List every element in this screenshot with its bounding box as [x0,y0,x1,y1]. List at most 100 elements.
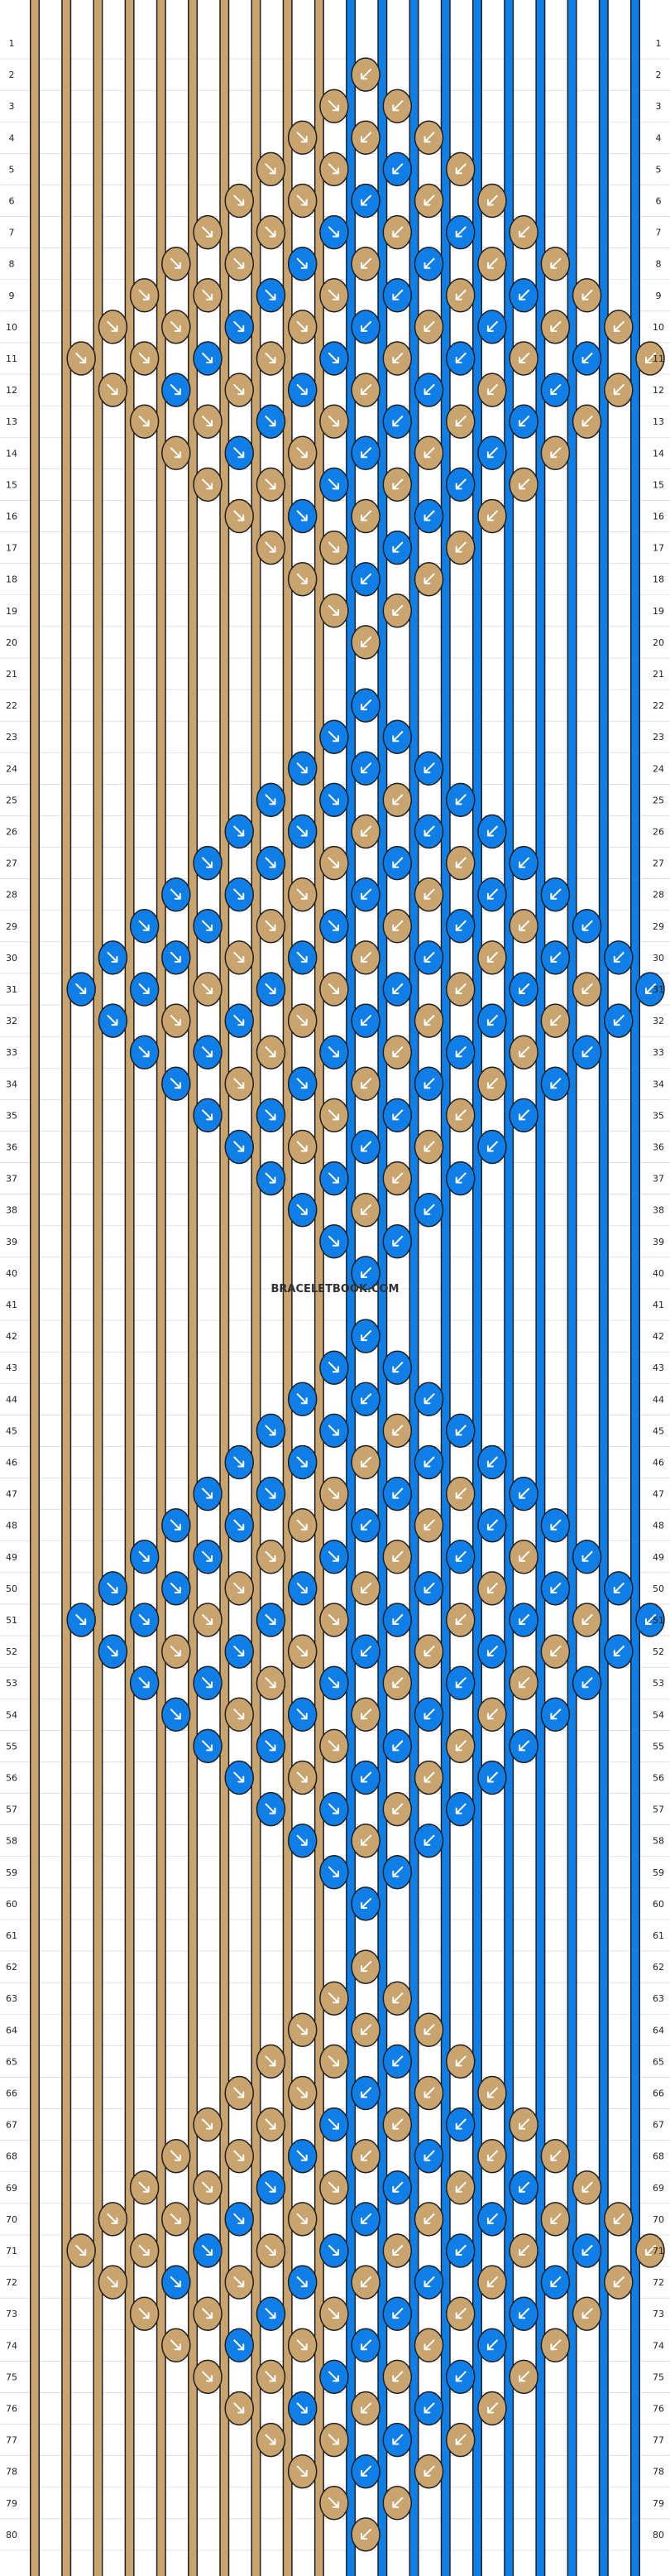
knot-arrow-icon [486,2150,498,2161]
row-number: 63 [653,1993,664,2004]
knot-arrow-icon [107,1015,118,1026]
knot-arrow-icon [265,2308,276,2319]
row-number: 60 [653,1899,664,1910]
knot-arrow-icon [486,510,498,521]
row-number: 60 [6,1899,17,1910]
knot-arrow-icon [296,1141,308,1152]
knot-arrow-icon [296,2402,308,2414]
row-number: 29 [653,921,664,932]
row-number: 66 [6,2088,17,2099]
knot-arrow-icon [486,257,498,269]
knot-arrow-icon [233,1015,245,1026]
knot-arrow-icon [361,888,372,900]
knot-arrow-icon [328,2055,339,2067]
knot-arrow-icon [265,920,276,931]
knot-arrow-icon [265,1172,276,1184]
row-number: 23 [6,732,17,743]
row-number: 58 [6,1836,17,1847]
knot-arrow-icon [170,2150,181,2161]
row-number: 57 [6,1805,17,1815]
knot-arrow-icon [361,510,372,521]
knot-arrow-icon [424,1709,435,1720]
knot-arrow-icon [202,353,213,363]
row-number: 28 [653,890,664,901]
knot-arrow-icon [202,983,213,994]
knot-arrow-icon [424,888,435,900]
knot-arrow-icon [170,1709,181,1720]
knot-arrow-icon [361,1646,372,1657]
knot-arrow-icon [265,478,276,490]
row-number: 33 [6,1047,17,1058]
row-number: 40 [6,1268,17,1279]
knot-arrow-icon [424,1078,435,1089]
knot-arrow-icon [265,2118,276,2130]
knot-arrow-icon [138,416,150,427]
row-number: 9 [9,291,15,301]
knot-arrow-icon [233,195,245,206]
knot-arrow-icon [170,2339,181,2351]
knot-arrow-icon [107,1646,118,1657]
knot-arrow-icon [328,2497,339,2508]
knot-arrow-icon [424,195,435,206]
knot-arrow-icon [581,1614,593,1625]
knot-arrow-icon [424,257,435,269]
knot-arrow-icon [455,1109,467,1121]
knot-arrow-icon [170,320,181,332]
knot-arrow-icon [296,384,308,396]
row-number: 41 [653,1300,664,1310]
knot-arrow-icon [486,2339,498,2351]
knot-arrow-icon [455,1425,467,1436]
knot-arrow-icon [296,1771,308,1783]
knot-arrow-icon [328,1362,339,1373]
knot-arrow-icon [361,1330,372,1342]
knot-arrow-icon [138,1614,150,1625]
knot-arrow-icon [138,1677,150,1689]
knot-arrow-icon [202,857,213,868]
row-number: 79 [6,2498,17,2509]
knot-arrow-icon [233,384,245,396]
knot-arrow-icon [361,195,372,206]
knot-arrow-icon [519,416,530,427]
row-number: 17 [653,543,664,554]
knot-arrow-icon [455,1740,467,1752]
knot-arrow-icon [392,1740,404,1752]
knot-arrow-icon [328,226,339,238]
row-number: 11 [6,353,17,364]
knot-arrow-icon [265,416,276,427]
knot-arrow-icon [550,2213,562,2224]
row-number: 12 [6,385,17,396]
row-number: 35 [6,1110,17,1121]
knot-arrow-icon [361,636,372,647]
row-number: 31 [653,984,664,995]
knot-arrow-icon [392,478,404,490]
knot-arrow-icon [361,257,372,269]
knot-arrow-icon [328,857,339,868]
row-number: 27 [653,858,664,869]
knot-arrow-icon [328,2308,339,2319]
knot-arrow-icon [138,1550,150,1562]
knot-arrow-icon [233,2276,245,2288]
knot-arrow-icon [455,289,467,300]
row-number: 43 [653,1362,664,1373]
knot-arrow-icon [455,163,467,175]
knot-arrow-icon [455,983,467,994]
knot-arrow-icon [170,1519,181,1531]
row-number: 9 [656,291,662,301]
knot-arrow-icon [265,1487,276,1499]
row-number: 25 [653,795,664,805]
knot-arrow-icon [296,195,308,206]
knot-arrow-icon [392,1362,404,1373]
knot-arrow-icon [392,1677,404,1689]
row-number: 16 [6,512,17,522]
knot-arrow-icon [296,1582,308,1593]
row-number: 26 [6,827,17,838]
knot-arrow-icon [296,2213,308,2224]
knot-arrow-icon [361,2213,372,2224]
knot-arrow-icon [233,2213,245,2224]
knot-arrow-icon [581,289,593,300]
row-number: 1 [9,38,15,49]
knot-arrow-icon [519,2118,530,2130]
row-number: 64 [653,2025,664,2035]
knot-arrow-icon [613,384,625,396]
knot-arrow-icon [645,353,656,363]
